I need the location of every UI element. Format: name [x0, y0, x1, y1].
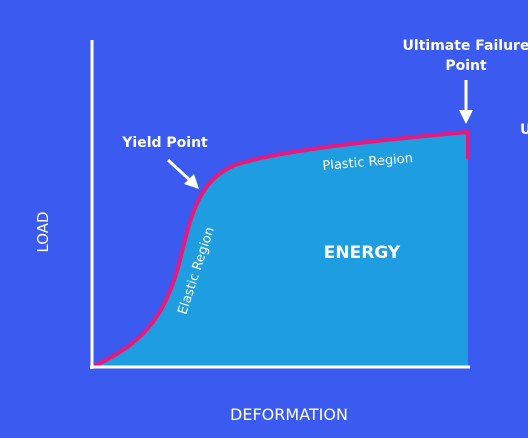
ultimate-failure-arrow-icon: [459, 110, 473, 124]
yield-point-arrow-icon: [184, 174, 199, 189]
cut-off-label: U: [520, 122, 528, 138]
yield-point-label: Yield Point: [121, 135, 208, 151]
energy-area: [92, 132, 468, 367]
x-axis-label: DEFORMATION: [230, 405, 348, 424]
energy-label: ENERGY: [324, 243, 401, 263]
ultimate-failure-label-line2: Point: [445, 58, 487, 74]
y-axis-label: LOAD: [34, 211, 52, 252]
ultimate-failure-label-line1: Ultimate Failure: [403, 38, 528, 54]
load-deformation-curve: [90, 130, 470, 369]
